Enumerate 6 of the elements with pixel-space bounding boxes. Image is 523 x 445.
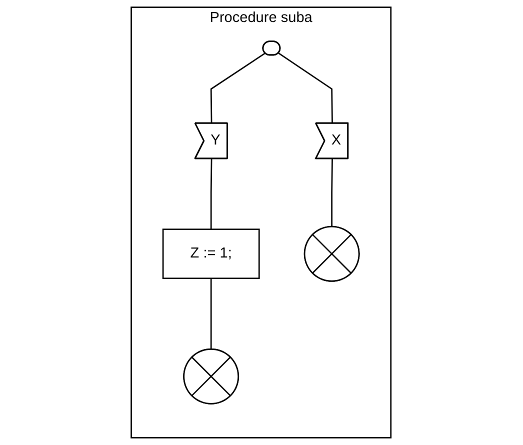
connector — [332, 158, 334, 227]
connector — [210, 278, 212, 350]
node-box: Z := 1; — [162, 228, 260, 280]
connector — [210, 158, 213, 230]
connector — [210, 52, 266, 124]
connector — [278, 52, 334, 124]
